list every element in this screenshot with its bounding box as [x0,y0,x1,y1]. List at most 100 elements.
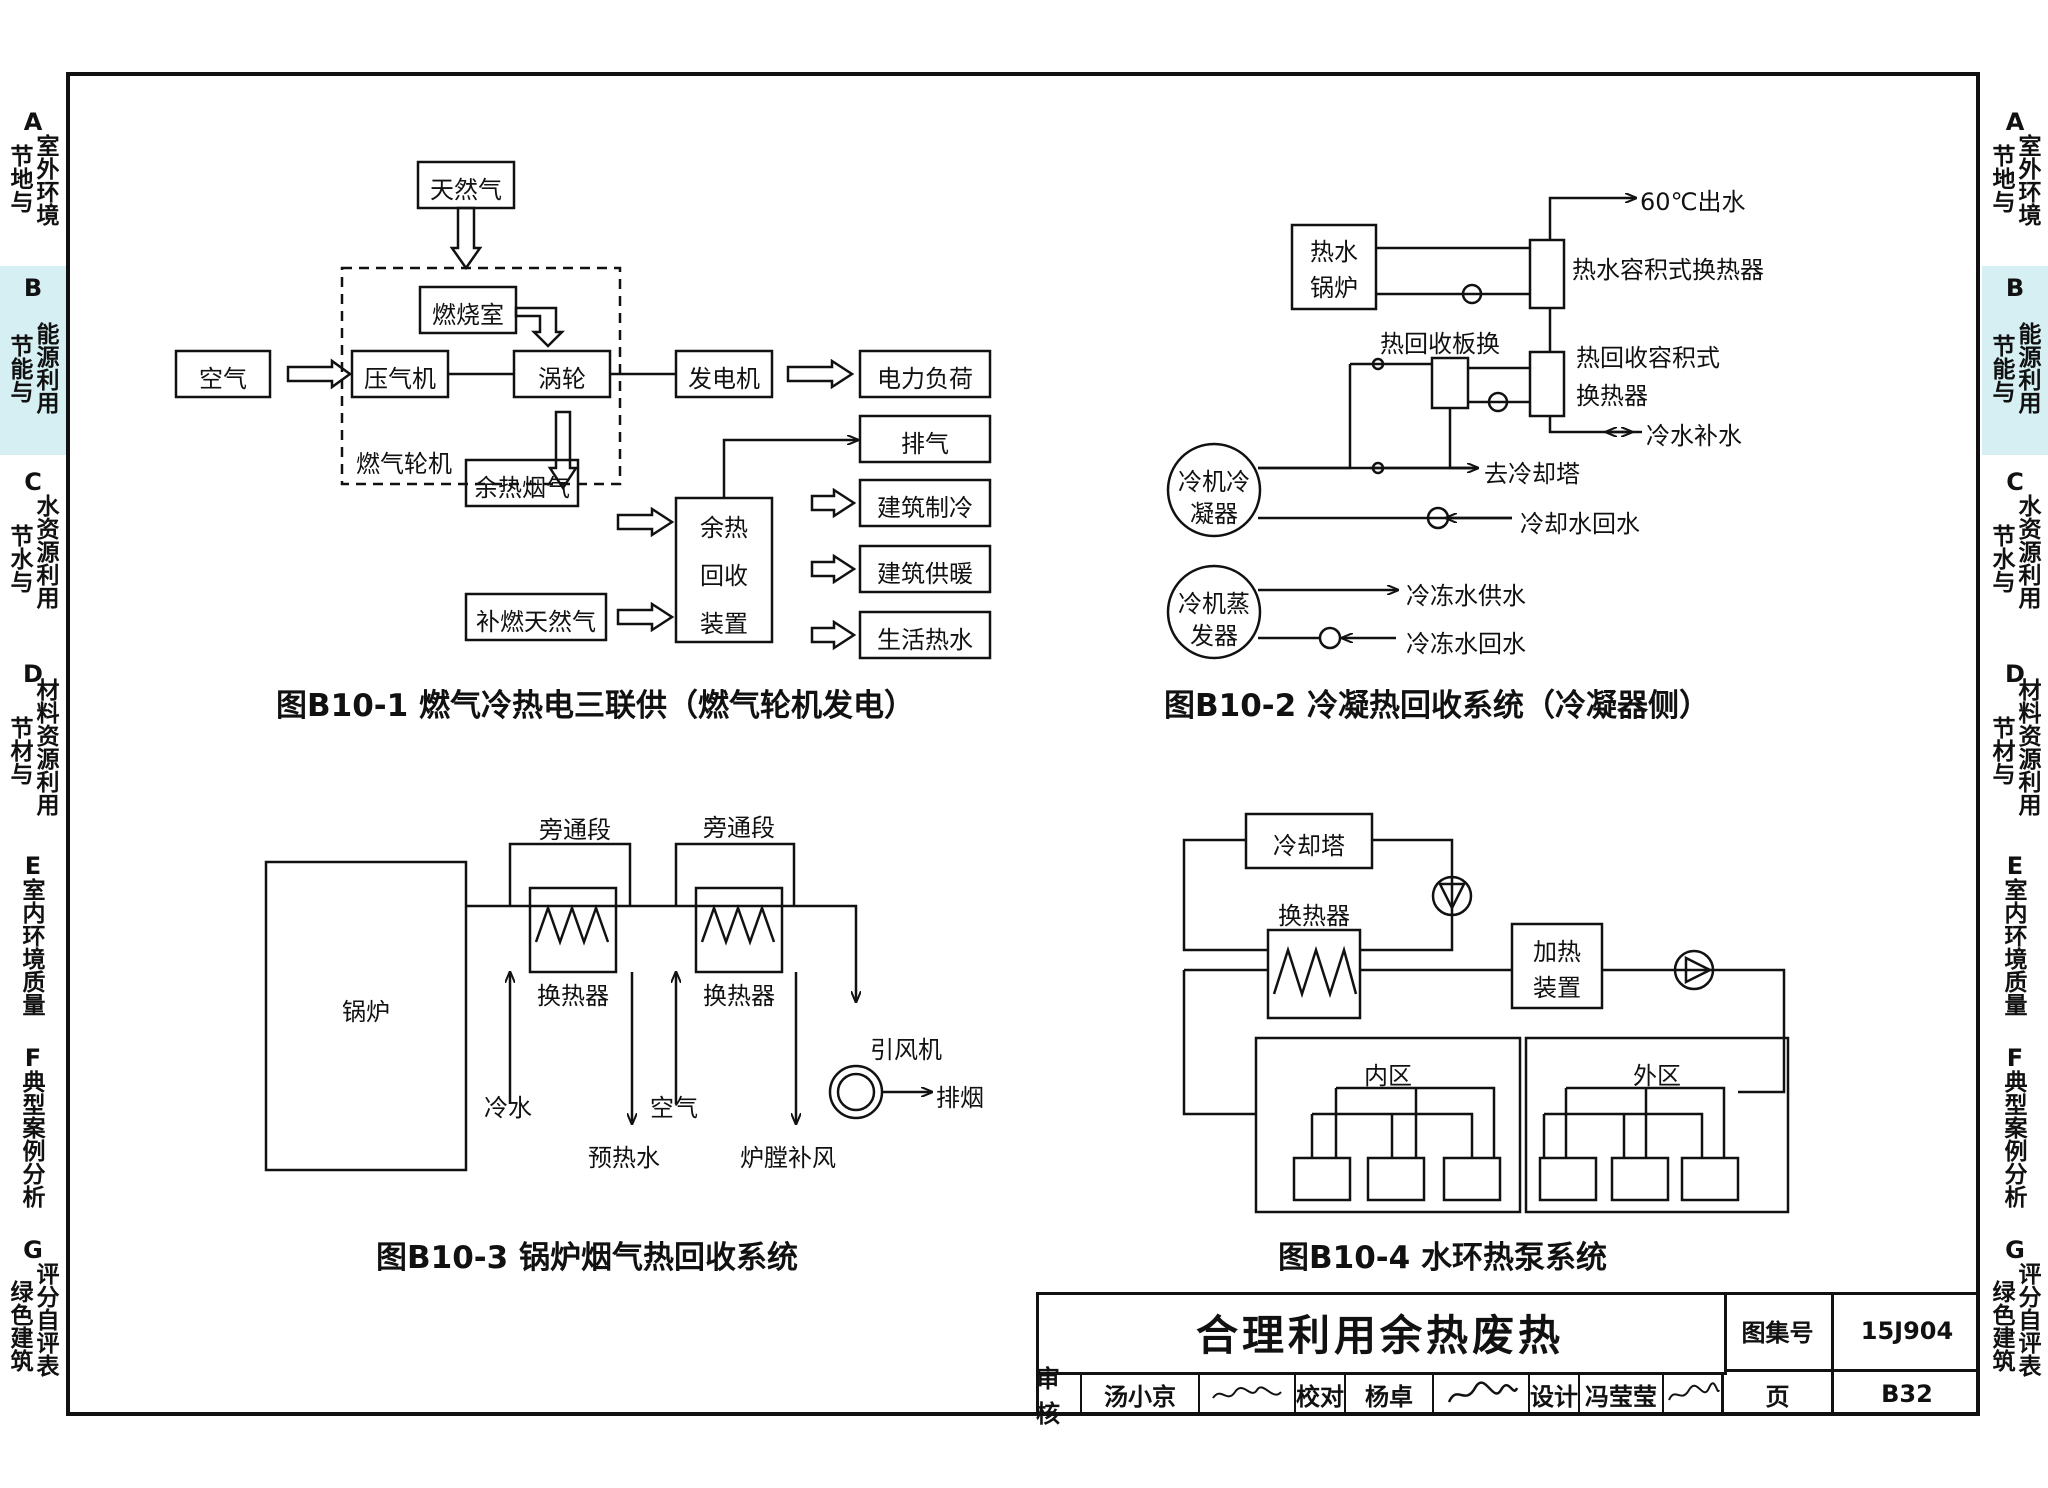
tab-f[interactable]: F 典型案例分析 [1982,1036,2048,1226]
power-load-label: 电力负荷 [877,365,973,393]
tab-label-2: 室内环境质量 [18,878,44,1016]
plate-hx [1430,356,1470,410]
page-label: 页 [1724,1372,1834,1416]
cw-return-label: 冷却水回水 [1520,510,1640,538]
turbine-label: 涡轮 [538,365,586,393]
tab-label-1: 节地与 [6,144,32,213]
pump-icon [1487,391,1509,413]
tab-label-2: 评分自评表 [32,1262,58,1377]
to-tower-label: 去冷却塔 [1484,460,1580,488]
recovery-label-1: 余热 [700,514,748,542]
exhaust-label: 排气 [901,430,949,458]
hot-water-box [858,610,992,660]
waste-flue-label: 余热烟气 [474,474,570,502]
tab-a[interactable]: A 节地与 室外环境 [1982,100,2048,260]
pump-icon [1461,283,1483,305]
tab-d[interactable]: D 节材与 材料资源利用 [0,652,66,842]
tab-letter: B [2005,274,2025,302]
boiler-box [1290,223,1378,311]
hx-vol-label: 热水容积式换热器 [1572,256,1764,284]
condenser-circle [1166,442,1262,538]
tab-g[interactable]: G 绿色建筑 评分自评表 [0,1228,66,1418]
recov-vol-hx [1528,350,1566,418]
tab-label-2: 材料资源利用 [2014,678,2040,816]
check-label: 校对 [1296,1372,1346,1416]
cold-water-label: 冷水 [484,1094,532,1122]
waste-flue-box [464,458,580,508]
heating-box [858,544,992,594]
heater-box [1510,922,1604,1010]
hollow-arrow [810,487,857,519]
tab-letter: C [24,468,42,496]
condenser-label-1: 冷机冷 [1178,468,1250,496]
tab-label-1: 节材与 [6,716,32,785]
page-number: B32 [1881,1380,1933,1408]
tab-letter: A [2005,108,2025,136]
tab-label-2: 水资源利用 [2014,494,2040,609]
fig3-diagram [264,842,932,1172]
tab-label-2: 典型案例分析 [18,1070,44,1208]
tab-label-2: 典型案例分析 [2000,1070,2026,1208]
tab-label-1: 节水与 [1988,524,2014,593]
tab-f[interactable]: F 典型案例分析 [0,1036,66,1226]
review-label: 审核 [1036,1365,1082,1428]
tab-label-1: 节材与 [1988,716,2014,785]
tab-letter: F [2006,1044,2024,1072]
design-label: 设计 [1530,1372,1580,1416]
tab-letter: D [2005,660,2025,688]
heater-label-1: 加热 [1533,938,1581,966]
recovery-label-3: 装置 [700,610,748,638]
designer-signature [1664,1372,1724,1416]
generator-label: 发电机 [688,365,760,393]
boiler-box [264,860,468,1172]
tab-b[interactable]: B 节能与 能源利用 [0,266,66,458]
tab-letter: A [23,108,43,136]
tab-letter: F [24,1044,42,1072]
heating-label: 建筑供暖 [877,560,973,588]
hx1-box [528,886,618,974]
tab-label-2: 能源利用 [32,322,58,414]
heater-label-2: 装置 [1533,974,1581,1002]
fig3-caption: 图B10-3 锅炉烟气热回收系统 [376,1240,798,1276]
evaporator-label-1: 冷机蒸 [1178,590,1250,618]
tab-e[interactable]: E 室内环境质量 [0,844,66,1034]
pump-icon [1431,875,1473,917]
tower-label: 冷却塔 [1273,832,1345,860]
pump-icon [1673,949,1715,991]
outer-zone-label: 外区 [1633,1062,1681,1090]
tab-c[interactable]: C 节水与 水资源利用 [0,460,66,650]
recov-vol-label-1: 热回收容积式 [1576,344,1720,372]
atlas-label: 图集号 [1724,1292,1834,1372]
gas-turbine-dashed-box [340,266,622,486]
tab-letter: D [23,660,43,688]
boiler-label-2: 锅炉 [1310,274,1358,302]
hollow-arrow [514,306,566,348]
tab-label-1: 绿色建筑 [6,1280,32,1372]
valve-icon [1371,357,1385,371]
hollow-arrow [616,506,675,538]
sheet-title: 合理利用余热废热 [1036,1292,1727,1375]
valve-icon [1371,461,1385,475]
hollow-arrow [547,410,579,491]
tab-label-1: 节地与 [1988,144,2014,213]
tab-label-2: 室外环境 [32,134,58,226]
tab-e[interactable]: E 室内环境质量 [1982,844,2048,1034]
vol-hx [1528,238,1566,310]
cooling-box [858,478,992,528]
hollow-arrow [449,206,483,271]
tab-c[interactable]: C 节水与 水资源利用 [1982,460,2048,650]
tab-a[interactable]: A 节地与 室外环境 [0,100,66,260]
cold-makeup-label: 冷水补水 [1646,422,1742,450]
boiler-label: 锅炉 [342,998,390,1026]
checker-name: 杨卓 [1346,1372,1434,1416]
inner-zone-label: 内区 [1364,1062,1412,1090]
tab-label-2: 材料资源利用 [32,678,58,816]
tab-d[interactable]: D 节材与 材料资源利用 [1982,652,2048,842]
hx2-label: 换热器 [703,982,775,1010]
exhaust-box [858,414,992,464]
fig2-caption: 图B10-2 冷凝热回收系统（冷凝器侧） [1164,688,1710,724]
tab-b[interactable]: B 节能与 能源利用 [1982,266,2048,458]
tab-g[interactable]: G 绿色建筑 评分自评表 [1982,1228,2048,1418]
tab-label-1: 节水与 [6,524,32,593]
tab-label-2: 评分自评表 [2014,1262,2040,1377]
